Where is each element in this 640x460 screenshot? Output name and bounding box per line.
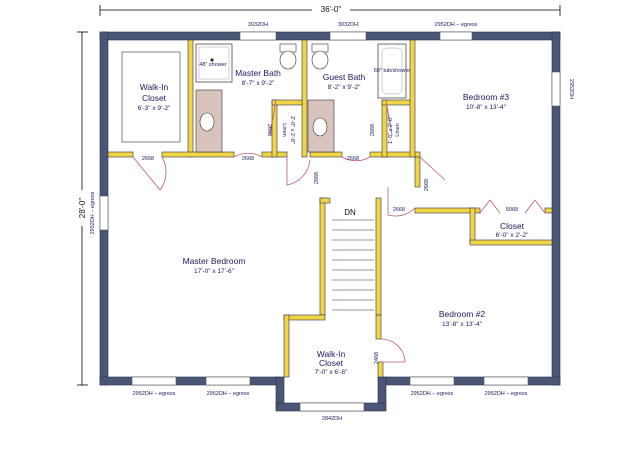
- closet-dims: 6'-0" x 2'-2": [496, 232, 529, 239]
- door-label-10: 5068: [506, 207, 518, 213]
- bedroom2-name: Bedroom #2: [439, 309, 486, 319]
- door-label-5: 2668: [424, 179, 430, 191]
- master-bedroom-dims: 17'-0" x 17'-6": [194, 268, 235, 275]
- bedroom2-dims: 13'-8" x 13'-4": [442, 321, 483, 328]
- window-label-bottom-4: 2952DH – egress: [485, 391, 528, 397]
- door-swings: [132, 99, 546, 363]
- door-label-2: 2668: [242, 156, 254, 162]
- door-label-4: 2668: [314, 172, 320, 184]
- door-label-9: 2468: [374, 352, 380, 364]
- master-bath-dims: 8'-7" x 9'-2": [242, 80, 275, 87]
- width-label: 36'-0": [321, 5, 342, 14]
- door-label-1: 2668: [142, 156, 154, 162]
- stairs-label: DN: [344, 208, 356, 217]
- closet-name: Closet: [500, 221, 525, 231]
- window-label-left: 2952DH – egress: [90, 191, 96, 234]
- bedroom3-dims: 10'-8" x 13'-4": [466, 104, 507, 111]
- fixtures: 48" shower 60" tub/shower DN: [121, 43, 411, 311]
- door-label-6: 2668: [393, 207, 405, 213]
- linen-2-label: Linen: [395, 123, 401, 136]
- window-label-bay: 2842DH: [322, 416, 342, 422]
- window-label-right: 2952DH: [568, 79, 574, 99]
- window-label-top-left: 3032DH: [248, 22, 268, 28]
- door-labels: 2668 2668 2668 2668 2668 2668 2668 2668 …: [142, 124, 518, 364]
- bedroom3-name: Bedroom #3: [463, 92, 510, 102]
- walkin-closet-2-dims: 7'-0" x 6'-6": [315, 369, 348, 376]
- walkin-closet-1-dims: 6'-3" x 9'-2": [138, 105, 171, 112]
- window-label-bottom-3: 2952DH – egress: [411, 391, 454, 397]
- linen-1-label: Linen: [281, 123, 287, 136]
- interior-walls: [107, 39, 553, 378]
- walkin-closet-2-name: Walk-In: [317, 349, 346, 359]
- shower-label: 48" shower: [199, 62, 226, 68]
- walkin-closet-2-name2: Closet: [319, 358, 344, 368]
- linen-labels: Linen 2'-0" x 2'-8" Linen 1'-5" x 2'-0": [281, 116, 401, 144]
- window-label-bottom-1: 2952DH – egress: [133, 391, 176, 397]
- guest-bath-name: Guest Bath: [323, 72, 366, 82]
- depth-label: 28'-0": [78, 198, 87, 219]
- linen-1-dims: 2'-0" x 2'-8": [289, 116, 295, 144]
- master-bedroom-name: Master Bedroom: [183, 256, 246, 266]
- door-label-3: 2668: [347, 156, 359, 162]
- door-label-8: 2668: [370, 124, 376, 136]
- walkin-closet-1-name: Walk-In: [140, 82, 169, 92]
- window-labels: 3032DH 3032DH 2952DH – egress 2952DH 295…: [90, 22, 574, 422]
- dimension-width: 36'-0": [99, 3, 561, 16]
- walkin-closet-1-name2: Closet: [142, 93, 167, 103]
- windows: [99, 31, 561, 412]
- window-label-top-mid: 3032DH: [338, 22, 358, 28]
- dimension-depth: 28'-0": [76, 31, 88, 386]
- room-labels: Walk-In Closet 6'-3" x 9'-2" Master Bath…: [138, 68, 529, 376]
- door-label-7: 2668: [266, 124, 272, 136]
- window-label-top-right: 2952DH – egress: [435, 22, 478, 28]
- linen-2-dims: 1'-5" x 2'-0": [388, 116, 394, 144]
- tub-label: 60" tub/shower: [374, 68, 411, 74]
- guest-bath-dims: 8'-2" x 9'-2": [328, 84, 361, 91]
- window-label-bottom-2: 2952DH – egress: [207, 391, 250, 397]
- master-bath-name: Master Bath: [235, 68, 281, 78]
